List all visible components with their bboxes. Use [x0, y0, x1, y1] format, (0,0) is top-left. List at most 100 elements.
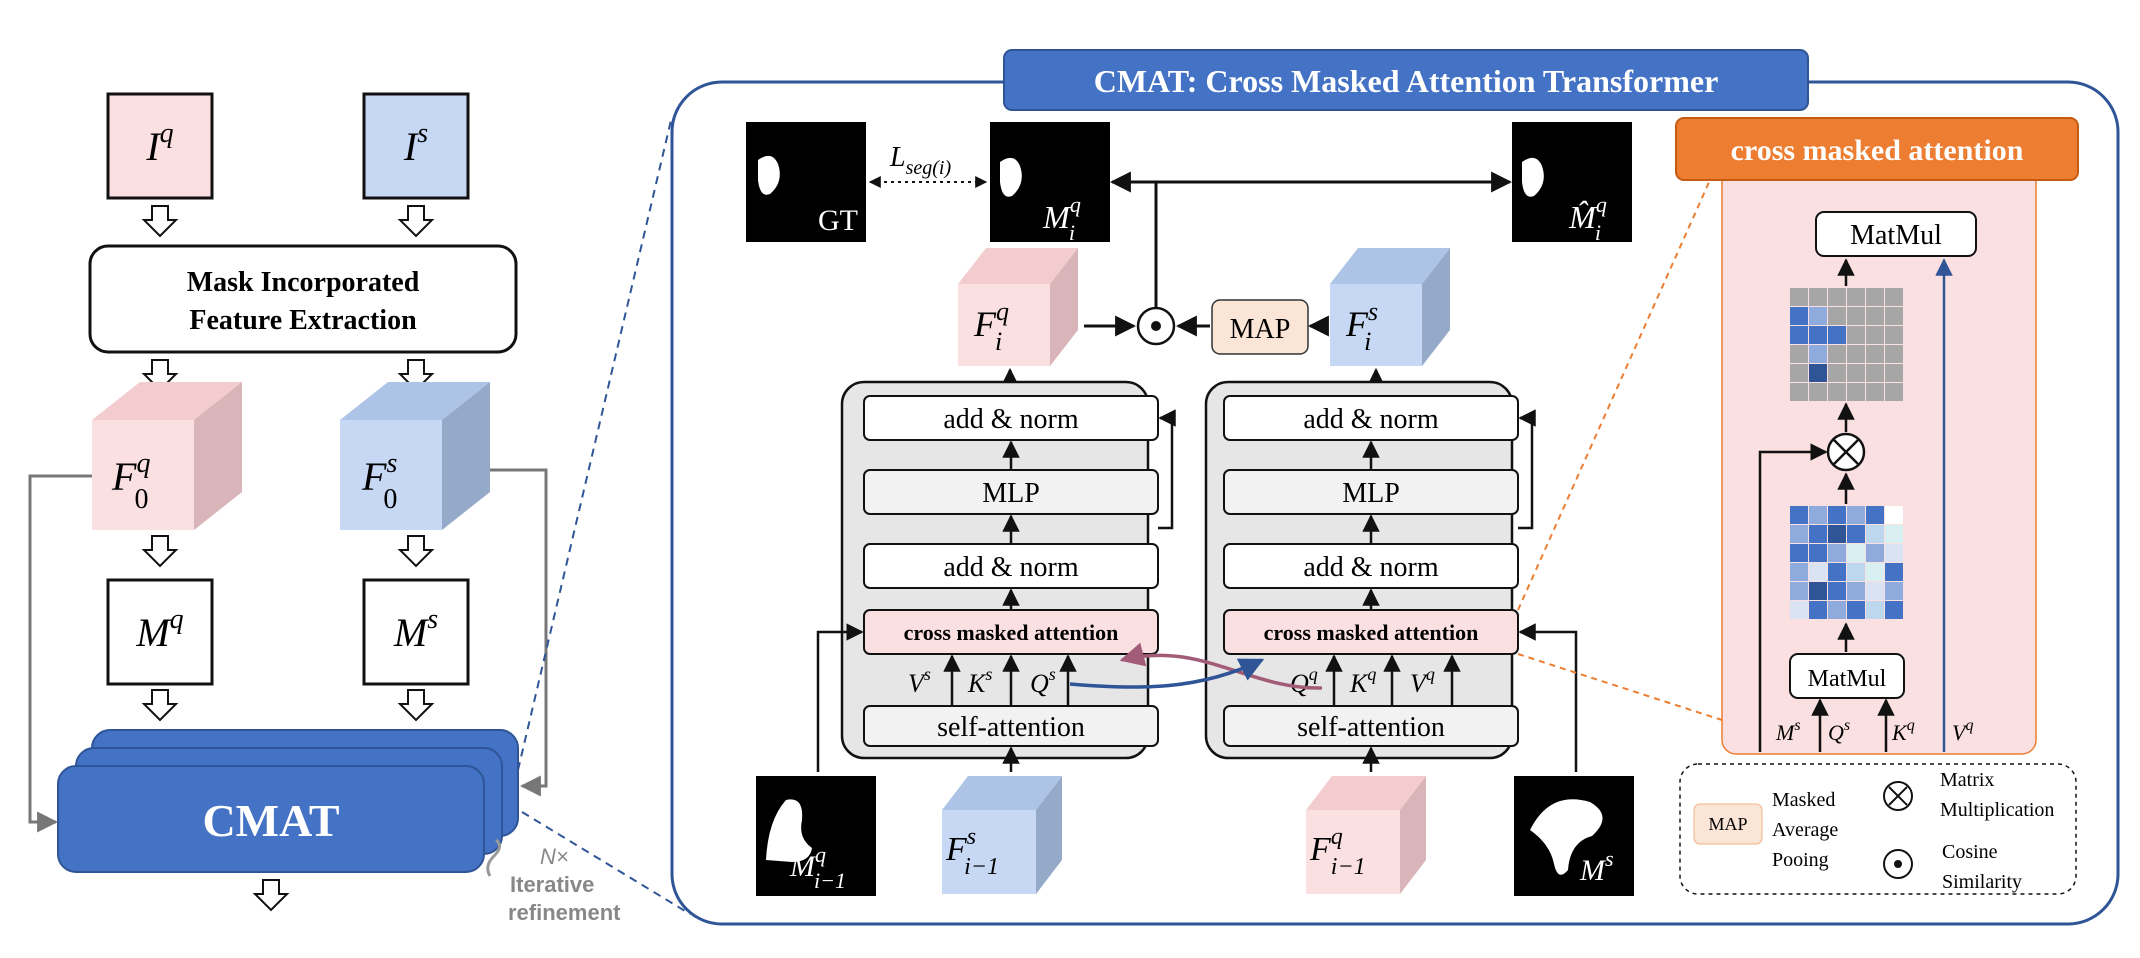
matrix-cell [1866, 506, 1884, 524]
legend-map-badge [1693, 803, 1763, 845]
support-mlp: MLP [1342, 478, 1400, 509]
matrix-cell [1809, 307, 1827, 325]
matrix-cell [1847, 307, 1865, 325]
matrix-cell [1809, 506, 1827, 524]
predicted-mask-image [990, 122, 1110, 242]
support-cross-masked-attention: cross masked attention [1264, 620, 1479, 645]
matrix-cell [1809, 601, 1827, 619]
matrix-cell [1790, 563, 1808, 581]
query-self-attention: self-attention [937, 712, 1085, 743]
matrix-cell [1790, 307, 1808, 325]
refined-mask-image [1512, 122, 1632, 242]
support-image-label: Is [403, 118, 428, 169]
matrix-cell [1790, 525, 1808, 543]
matrix-cell [1790, 582, 1808, 600]
similarity-matrix [1790, 506, 1903, 619]
matmul-top-box [1815, 211, 1977, 257]
detail-zoom-line-bottom [1517, 653, 1723, 721]
query-feature-feedback [28, 474, 92, 833]
matrix-cell [1866, 383, 1884, 401]
matrix-cell [1866, 364, 1884, 382]
matrix-cell [1828, 345, 1846, 363]
matrix-cell [1866, 326, 1884, 344]
matrix-cell [1809, 288, 1827, 306]
cmat-stack [57, 729, 519, 873]
cma-detail-title: cross masked attention [1731, 134, 2024, 167]
matrix-cell [1885, 326, 1903, 344]
matrix-cell [1885, 525, 1903, 543]
legend-map-badge-label: MAP [1708, 814, 1747, 834]
matrix-cell [1828, 525, 1846, 543]
matrix-cell [1828, 582, 1846, 600]
matrix-cell [1885, 383, 1903, 401]
matrix-cell [1790, 345, 1808, 363]
matrix-cell [1885, 563, 1903, 581]
query-image-box [106, 92, 214, 200]
down-arrow-icon [397, 205, 435, 238]
legend-cosine-line1: Cosine [1942, 841, 1998, 863]
feature-extraction-line1: Mask Incorporated [187, 267, 420, 298]
matrix-cell [1790, 383, 1808, 401]
previous-query-feature-cube [1306, 776, 1426, 894]
matmul-bottom-label: MatMul [1808, 666, 1887, 692]
left-pipeline: Iq Is Mask Incorporated Feature Extracti… [28, 92, 621, 925]
matrix-cell [1809, 364, 1827, 382]
down-arrow-icon [397, 535, 435, 568]
down-arrow-icon [141, 689, 179, 722]
query-swap-arrow [1119, 642, 1323, 690]
feature-extraction-line2: Feature Extraction [189, 305, 417, 336]
matrix-cell [1790, 364, 1808, 382]
matrix-cell [1790, 544, 1808, 562]
matrix-cell [1809, 383, 1827, 401]
legend-map-line1: Masked [1772, 789, 1835, 811]
query-feature-cube [92, 382, 242, 530]
cma-detail-title-box [1675, 117, 2079, 181]
support-add-norm-top: add & norm [1303, 404, 1439, 435]
support-swap-arrow [1069, 658, 1265, 689]
matrix-cell [1885, 364, 1903, 382]
matrix-cell [1809, 582, 1827, 600]
vs-label: Vs [908, 664, 931, 698]
matrix-cell [1809, 563, 1827, 581]
seg-loss-label: Lseg(i) [889, 142, 951, 179]
query-image-label: Iq [145, 118, 173, 169]
down-arrow-icon [252, 879, 290, 912]
support-add-norm-bottom: add & norm [1303, 552, 1439, 583]
detail-zoom-line-top [1517, 179, 1711, 611]
iteration-count: N× [540, 844, 569, 869]
support-mask-box [362, 578, 470, 686]
matrix-cell [1847, 563, 1865, 581]
output-support-feature-cube [1330, 248, 1450, 366]
legend-matmul-line2: Multiplication [1940, 799, 2054, 821]
support-self-attention: self-attention [1297, 712, 1445, 743]
feature-extraction-box [88, 244, 518, 354]
cma-detail: cross masked attention MatMul MatMul Ms … [1675, 117, 2079, 755]
iteration-brace [486, 838, 501, 877]
query-mask-label: Mq [135, 604, 183, 655]
matrix-cell [1809, 544, 1827, 562]
matrix-cell [1790, 288, 1808, 306]
support-image-box [362, 92, 470, 200]
detail-ms-label: Ms [1775, 717, 1801, 745]
query-mlp: MLP [982, 478, 1040, 509]
matrix-cell [1790, 326, 1808, 344]
matrix-cell [1885, 288, 1903, 306]
matrix-cell [1885, 345, 1903, 363]
matrix-cell [1847, 544, 1865, 562]
previous-support-feature-cube [942, 776, 1062, 894]
matrix-cell [1809, 525, 1827, 543]
matrix-cell [1790, 506, 1808, 524]
detail-vq-label: Vq [1952, 717, 1973, 745]
support-mask-image [1514, 776, 1634, 896]
hollow-arrow-icons [141, 205, 435, 912]
cmat-panel-title: CMAT: Cross Masked Attention Transformer [1094, 63, 1719, 99]
